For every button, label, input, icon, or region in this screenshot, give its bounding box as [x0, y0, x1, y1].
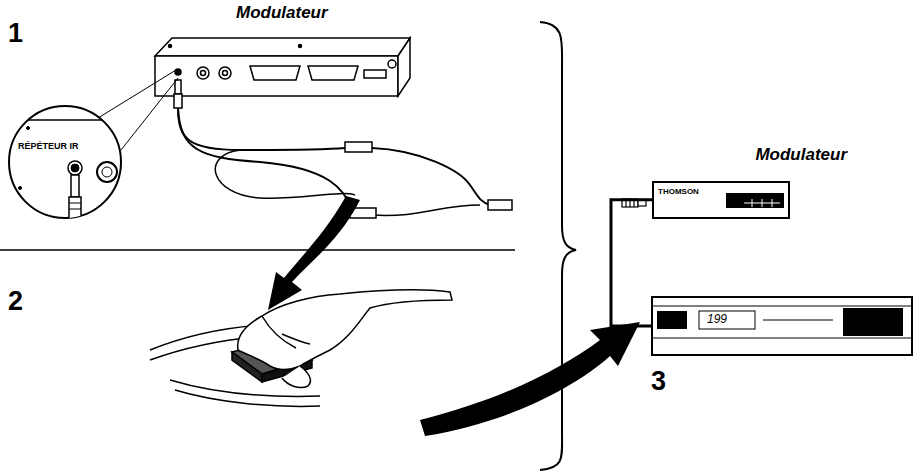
device-heading: Modulateur [236, 4, 328, 23]
vcr-box: 199 [651, 296, 913, 356]
display-digits: 199 [707, 312, 727, 326]
modulator-box: ModulateurTHOMSON [652, 146, 847, 219]
cable [611, 200, 652, 326]
step-number: 2 [8, 288, 23, 315]
inset-detail [0, 70, 178, 227]
modulator-drawing [155, 38, 410, 96]
connector-label: RÉPÉTEUR IR [17, 141, 80, 151]
step-number: 3 [651, 368, 666, 395]
device-heading: Modulateur [652, 146, 847, 165]
vcr-front: 199 [651, 296, 913, 356]
separator [0, 249, 515, 251]
brand-name: THOMSON [658, 187, 699, 196]
vcr-panel [653, 298, 911, 354]
modulator-front: THOMSON [652, 181, 790, 219]
curved-arrow [420, 322, 640, 436]
brace [540, 22, 576, 470]
ir-repeater-cable [174, 80, 512, 218]
hand-placing-emitter [150, 290, 452, 407]
step-number: 1 [8, 20, 23, 47]
